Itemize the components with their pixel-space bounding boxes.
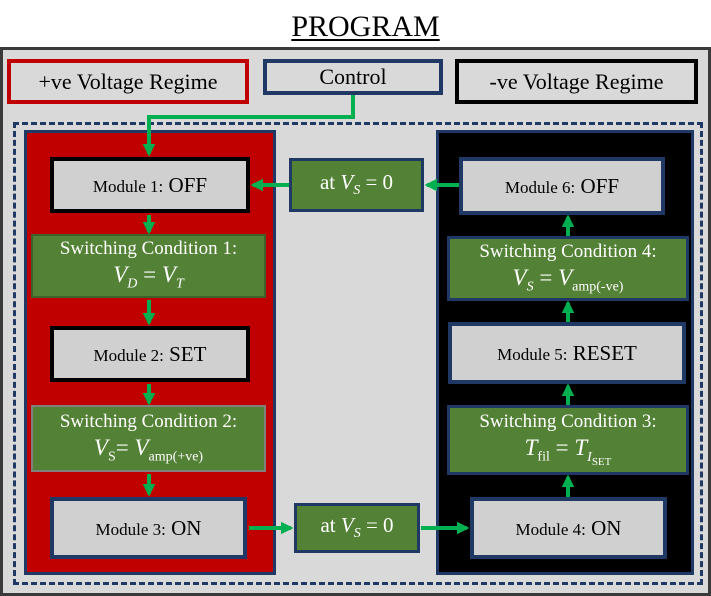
module-1-state: OFF [168, 172, 208, 197]
module-3-prefix: Module 3: [95, 519, 166, 539]
module-1-prefix: Module 1: [92, 176, 164, 196]
module-3-on: Module 3: ON [50, 497, 247, 559]
module-2-state: SET [169, 341, 207, 366]
condition-4-equation: VS = Vamp(-ve) [512, 264, 624, 295]
positive-regime-header: +ve Voltage Regime [7, 59, 249, 104]
module-6-state: OFF [580, 173, 620, 198]
module-4-state: ON [591, 515, 622, 540]
switching-condition-4: Switching Condition 4: VS = Vamp(-ve) [447, 236, 689, 301]
module-5-prefix: Module 5: [497, 344, 568, 364]
condition-1-equation: VD = VT [113, 262, 184, 292]
module-5-state: RESET [572, 340, 637, 365]
condition-1-title: Switching Condition 1: [59, 238, 238, 260]
condition-2-title: Switching Condition 2: [59, 410, 238, 432]
control-header: Control [263, 59, 443, 95]
control-label: Control [319, 64, 387, 89]
negative-regime-header: -ve Voltage Regime [455, 59, 698, 104]
condition-2-equation: VS= Vamp(+ve) [93, 434, 204, 465]
negative-regime-label: -ve Voltage Regime [489, 68, 664, 94]
transition-bottom-at-vs-zero: at VS = 0 [294, 503, 420, 553]
switching-condition-2: Switching Condition 2: VS= Vamp(+ve) [31, 405, 266, 472]
program-region [13, 122, 703, 585]
condition-3-equation: Tfil = TISET [524, 435, 612, 468]
condition-3-title: Switching Condition 3: [479, 411, 657, 433]
module-4-prefix: Module 4: [515, 519, 586, 539]
module-5-reset: Module 5: RESET [448, 322, 686, 384]
diagram-title: PROGRAM [291, 10, 440, 43]
module-6-off: Module 6: OFF [459, 157, 665, 215]
transition-top-at-vs-zero: at VS = 0 [289, 158, 424, 212]
module-3-state: ON [171, 515, 202, 540]
module-2-prefix: Module 2: [93, 345, 164, 365]
positive-regime-label: +ve Voltage Regime [38, 68, 218, 94]
module-6-prefix: Module 6: [504, 177, 576, 197]
switching-condition-1: Switching Condition 1: VD = VT [31, 234, 266, 298]
module-1-off: Module 1: OFF [50, 157, 250, 213]
module-4-on: Module 4: ON [470, 497, 667, 559]
condition-4-title: Switching Condition 4: [479, 240, 657, 262]
module-2-set: Module 2: SET [50, 326, 250, 382]
arrow-control-to-module-1 [142, 95, 355, 157]
switching-condition-3: Switching Condition 3: Tfil = TISET [447, 405, 689, 475]
